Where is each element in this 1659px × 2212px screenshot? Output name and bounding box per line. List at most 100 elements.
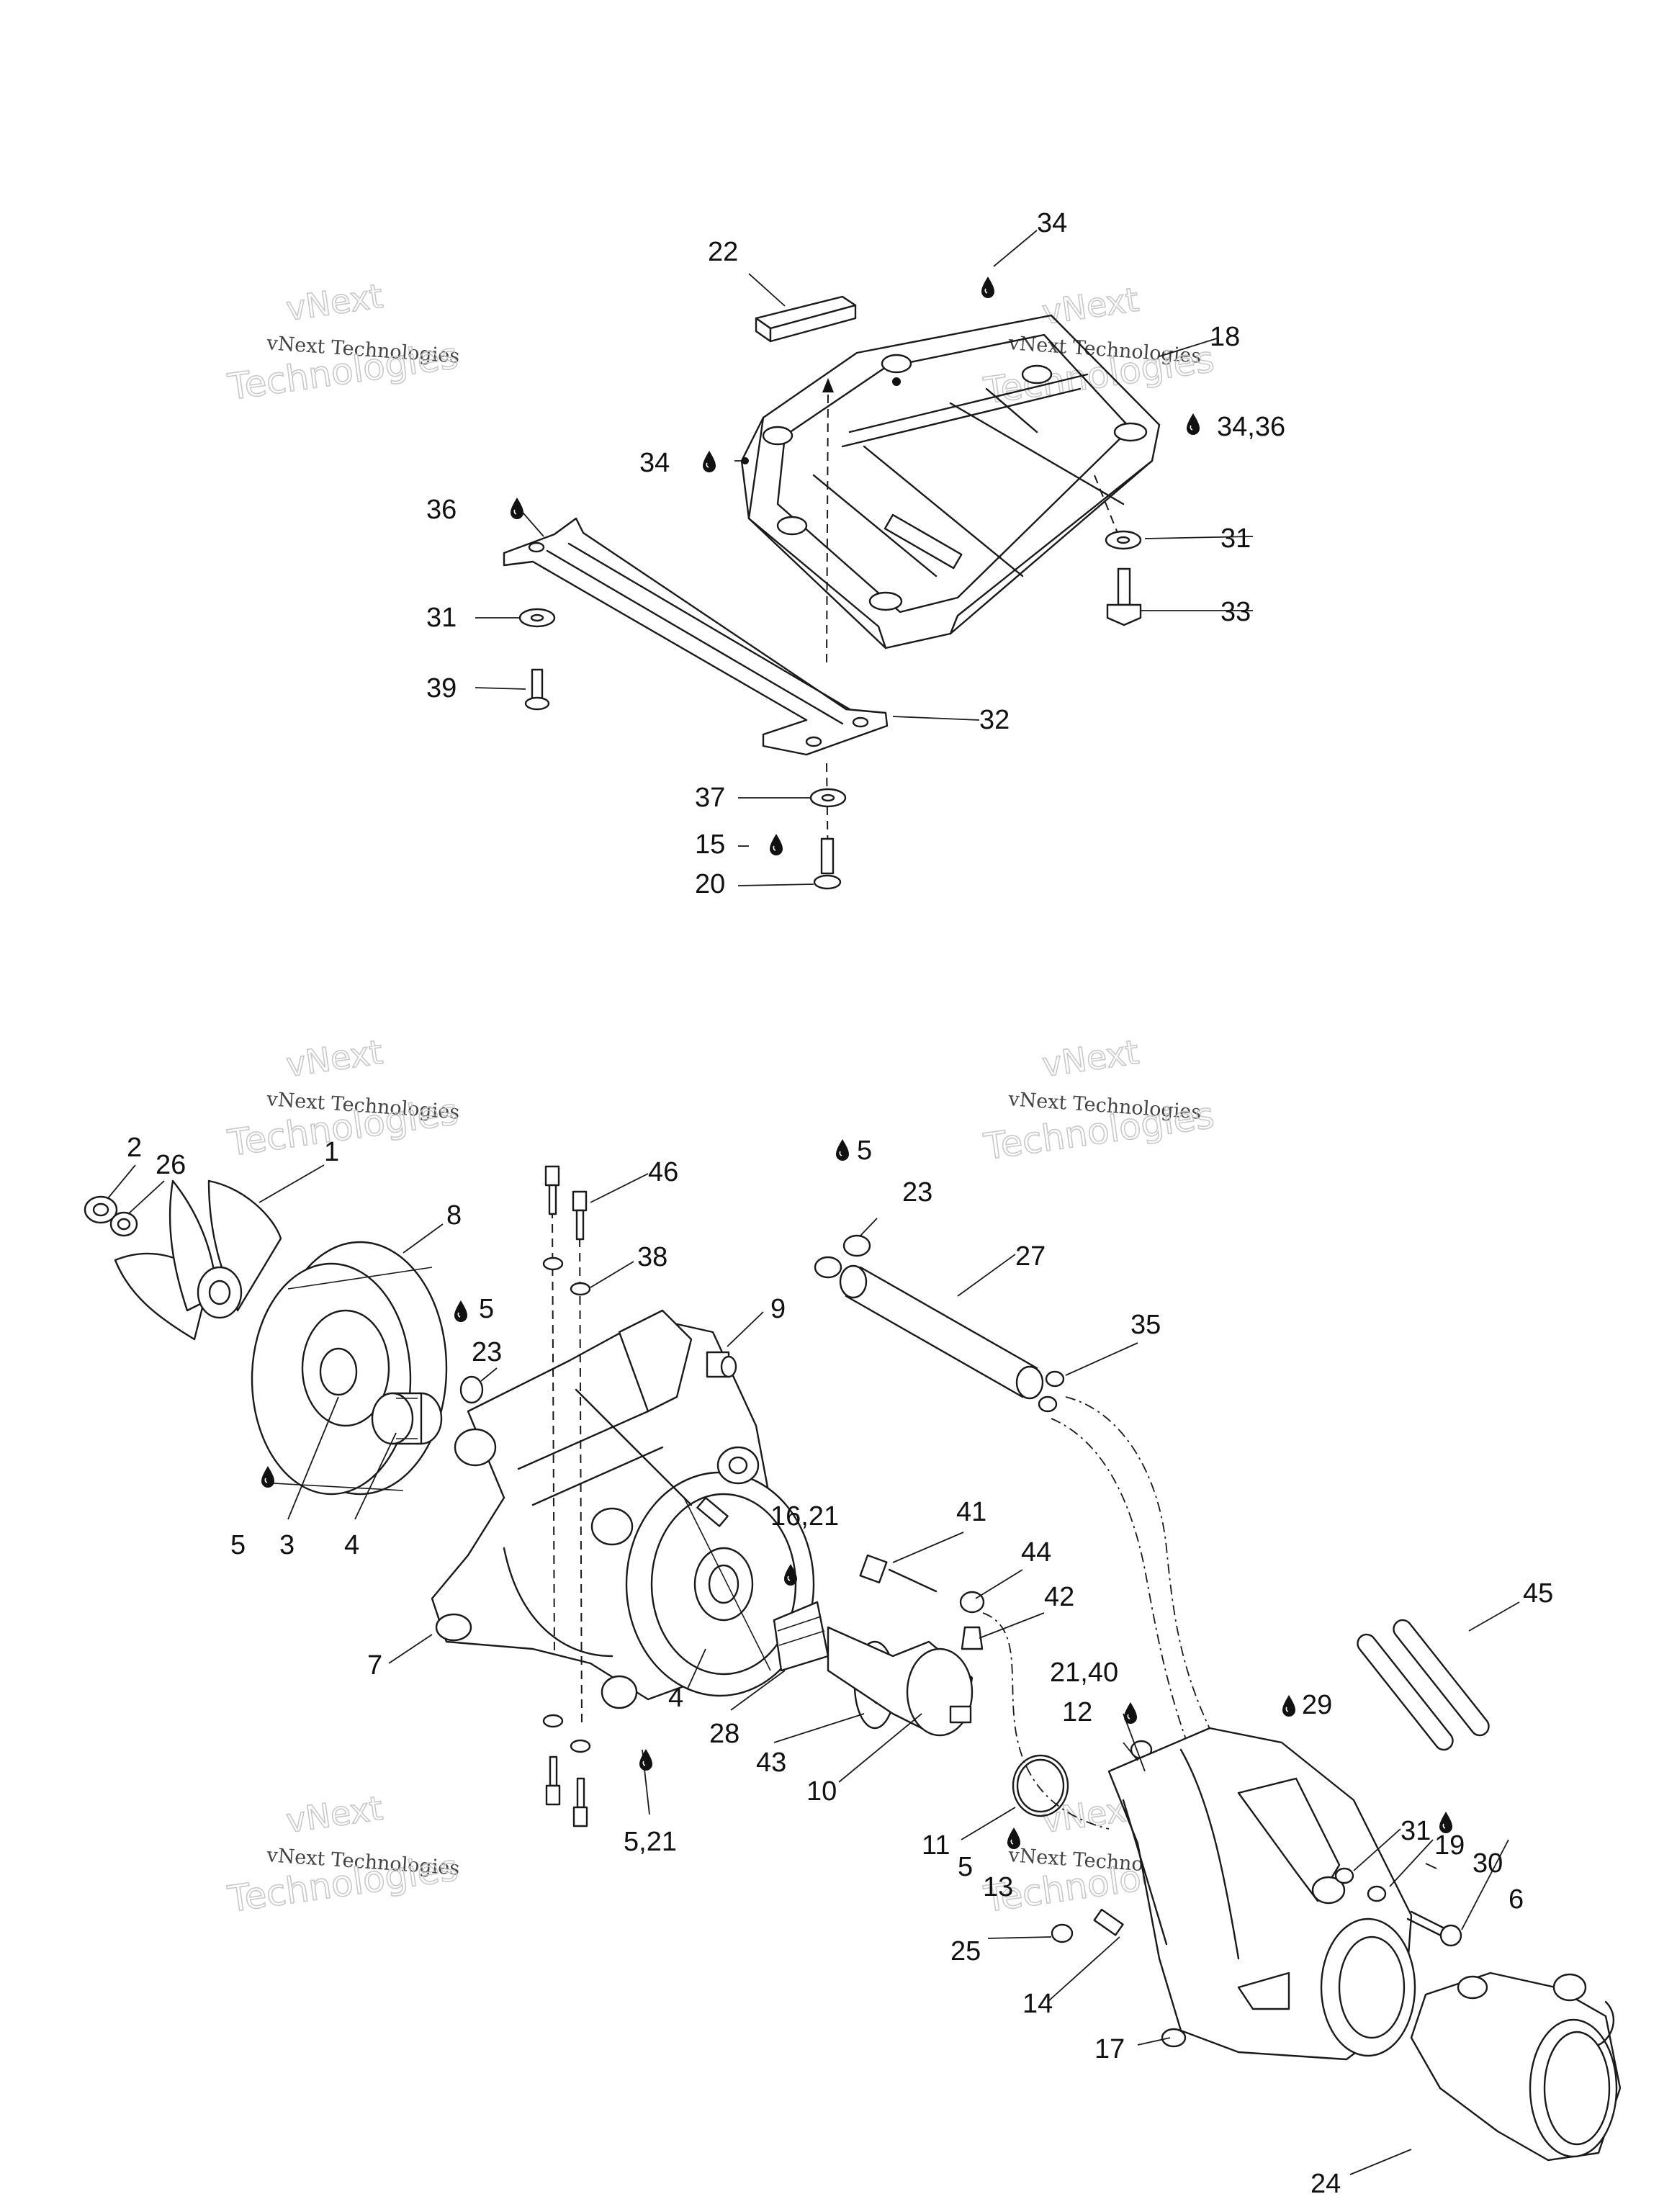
part-10-shaft-end xyxy=(827,1626,974,1737)
part-6-bolt xyxy=(1406,1910,1462,1947)
label-23b: 23 xyxy=(472,1337,502,1367)
label-25: 25 xyxy=(950,1936,981,1966)
label-23: 23 xyxy=(902,1177,932,1208)
label-1: 1 xyxy=(324,1137,339,1167)
part-41-fitting xyxy=(859,1554,938,1593)
label-34b: 34 xyxy=(639,448,670,478)
label-34-36: 34,36 xyxy=(1217,412,1285,442)
watermark-bottom-left: vNext vNext Technologies Technologies xyxy=(225,1788,462,1921)
label-43: 43 xyxy=(756,1748,786,1778)
label-8: 8 xyxy=(446,1200,462,1231)
label-18: 18 xyxy=(1210,322,1240,352)
label-5: 5 xyxy=(857,1136,872,1166)
svg-text:vNext: vNext xyxy=(284,1789,385,1840)
label-5d: 5 xyxy=(958,1852,973,1882)
label-31b: 31 xyxy=(426,603,457,633)
part-23-cap-right xyxy=(842,1234,871,1257)
svg-text:vNext: vNext xyxy=(1040,1033,1141,1084)
svg-text:vNext: vNext xyxy=(284,276,385,328)
label-5c: 5 xyxy=(230,1530,246,1560)
part-26-ring xyxy=(109,1211,138,1237)
part-14-screw xyxy=(1093,1908,1124,1936)
label-9: 9 xyxy=(770,1294,786,1324)
part-27-tube xyxy=(814,1256,1044,1400)
part-24-nozzle xyxy=(1410,1972,1622,2162)
dash-bolt-left xyxy=(552,1209,555,1657)
label-19: 19 xyxy=(1434,1830,1465,1861)
part-17-venturi xyxy=(1107,1713,1416,2061)
label-31: 31 xyxy=(1220,523,1251,554)
label-28: 28 xyxy=(709,1719,739,1749)
label-5b: 5 xyxy=(479,1294,494,1324)
label-2: 2 xyxy=(127,1133,142,1163)
label-34: 34 xyxy=(1037,208,1067,238)
label-32: 32 xyxy=(979,705,1010,735)
label-31c: 31 xyxy=(1401,1816,1431,1846)
part-33-bolt xyxy=(1106,567,1142,626)
part-45-rods xyxy=(1357,1619,1490,1751)
label-42: 42 xyxy=(1044,1582,1074,1612)
label-4b: 4 xyxy=(668,1683,683,1713)
label-38: 38 xyxy=(637,1242,667,1272)
part-25-washer xyxy=(1051,1923,1074,1943)
leaders-top xyxy=(475,230,1254,886)
dash-hose-path-2 xyxy=(1051,1418,1196,1765)
part-9-plug xyxy=(706,1351,737,1378)
part-bolt-lower xyxy=(545,1755,588,1827)
part-31-washer-right xyxy=(1105,530,1142,550)
assembly-arrow xyxy=(826,388,829,663)
part-32-crossbar xyxy=(503,517,889,756)
label-5-21: 5,21 xyxy=(624,1827,677,1857)
watermark-mid-left: vNext vNext Technologies Technologies xyxy=(225,1032,462,1165)
label-13: 13 xyxy=(983,1872,1013,1902)
label-21-40: 21,40 xyxy=(1050,1658,1118,1688)
label-35: 35 xyxy=(1130,1310,1161,1340)
dash-bolt-right xyxy=(579,1223,583,1729)
label-12: 12 xyxy=(1062,1697,1092,1727)
label-29: 29 xyxy=(1302,1690,1332,1720)
arrow-head xyxy=(822,378,834,392)
label-10: 10 xyxy=(806,1776,837,1807)
part-31-washer-bottom xyxy=(1334,1867,1354,1884)
part-1-impeller xyxy=(114,1179,282,1341)
part-31-washer-left xyxy=(518,608,556,628)
watermark-top-left: vNext vNext Technologies Technologies xyxy=(225,276,462,409)
part-46-bolt xyxy=(544,1165,588,1241)
label-20: 20 xyxy=(695,869,725,899)
label-11: 11 xyxy=(922,1830,950,1861)
part-39-screw xyxy=(524,668,550,711)
dash-connector-path xyxy=(982,1612,1110,1830)
part-37-washer xyxy=(809,788,847,808)
part-4-bearing xyxy=(371,1392,443,1445)
part-23-cap-left xyxy=(459,1375,484,1404)
label-45: 45 xyxy=(1523,1578,1553,1609)
label-30: 30 xyxy=(1473,1848,1503,1879)
part-38-washer xyxy=(542,1256,591,1753)
label-46: 46 xyxy=(648,1157,678,1187)
label-7: 7 xyxy=(367,1650,382,1681)
label-15: 15 xyxy=(695,830,725,860)
label-37: 37 xyxy=(695,783,725,813)
label-26: 26 xyxy=(156,1150,186,1180)
part-7-pump-housing xyxy=(431,1309,815,1709)
label-39: 39 xyxy=(426,673,457,703)
part-22-pad xyxy=(755,295,857,343)
svg-text:vNext: vNext xyxy=(284,1033,385,1084)
label-3: 3 xyxy=(279,1530,295,1560)
label-14: 14 xyxy=(1022,1989,1053,2019)
part-2-nut xyxy=(84,1195,118,1224)
label-41: 41 xyxy=(956,1497,986,1527)
label-17: 17 xyxy=(1094,2034,1125,2064)
dash-hose-path xyxy=(1065,1396,1225,1758)
label-44: 44 xyxy=(1021,1537,1051,1568)
svg-text:vNext: vNext xyxy=(1040,280,1141,332)
label-24: 24 xyxy=(1310,2169,1341,2199)
part-20-screw xyxy=(813,837,842,890)
label-36: 36 xyxy=(426,495,457,525)
part-11-oring xyxy=(1012,1754,1069,1817)
part-35-orings xyxy=(1038,1370,1065,1413)
label-22: 22 xyxy=(708,237,738,267)
watermark-mid-right: vNext vNext Technologies Technologies xyxy=(981,1032,1218,1169)
label-6: 6 xyxy=(1509,1884,1524,1915)
